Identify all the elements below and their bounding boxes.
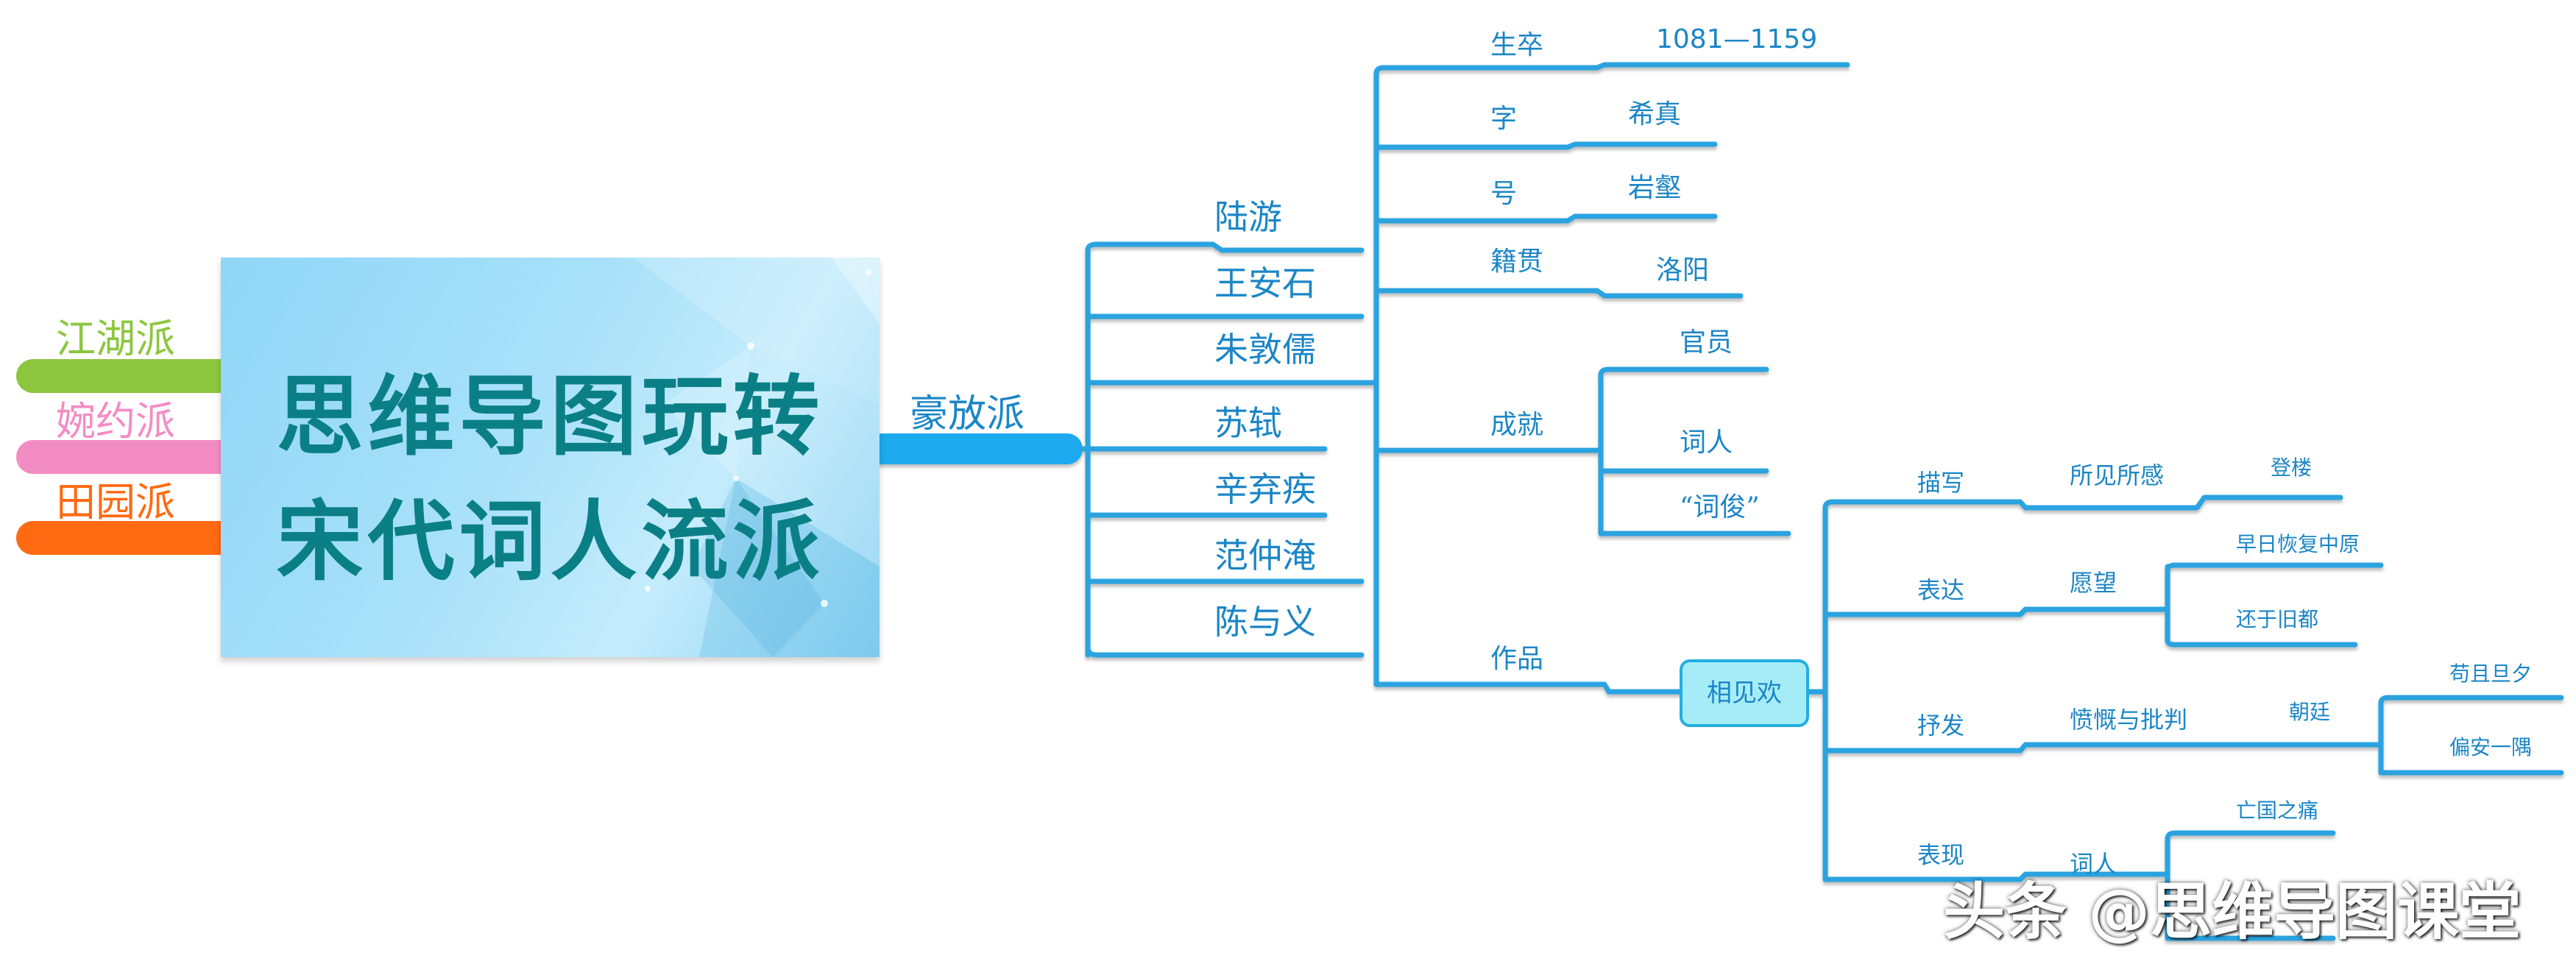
tianyuan-branch-label[interactable]: 田园派 (56, 479, 175, 525)
poet-xinqiji[interactable]: 辛弃疾 (1214, 469, 1316, 509)
watermark: 头条 @思维导图课堂 (1943, 876, 2522, 948)
vent-sub[interactable]: 朝廷 (2289, 700, 2331, 724)
achievement-ci-poet[interactable]: 词人 (1680, 428, 1733, 458)
attr-hometown-value[interactable]: 洛阳 (1656, 255, 1710, 286)
poet-zhudunru[interactable]: 朱敦儒 (1214, 330, 1316, 369)
poet-luyou[interactable]: 陆游 (1214, 197, 1282, 237)
vent-leaf-1[interactable]: 苟且旦夕 (2449, 662, 2533, 686)
describe-leaf[interactable]: 登楼 (2271, 456, 2313, 480)
wanyue-branch-label[interactable]: 婉约派 (56, 398, 175, 444)
jianghu-branch-bar[interactable] (16, 359, 237, 393)
express-leaf-2[interactable]: 还于旧都 (2236, 607, 2319, 631)
attr-life-value[interactable]: 1081—1159 (1656, 24, 1818, 54)
attr-courtesy-label[interactable]: 字 (1490, 104, 1518, 134)
central-title-line1: 思维导图玩转 (276, 365, 824, 467)
attr-life-label[interactable]: 生卒 (1490, 30, 1544, 60)
analysis-vent[interactable]: 抒发 (1917, 712, 1965, 740)
poet-fanzhongyan[interactable]: 范仲淹 (1214, 536, 1316, 575)
central-topic[interactable]: 思维导图玩转 宋代词人流派 (221, 258, 880, 657)
attr-courtesy-value[interactable]: 希真 (1628, 99, 1682, 130)
attr-hometown-label[interactable]: 籍贯 (1490, 247, 1544, 277)
express-leaf-1[interactable]: 早日恢复中原 (2236, 532, 2360, 556)
attr-works-label[interactable]: 作品 (1490, 644, 1544, 674)
describe-mid[interactable]: 所见所感 (2070, 461, 2165, 489)
show-leaf-1[interactable]: 亡国之痛 (2236, 798, 2319, 823)
show-mid[interactable]: 词人 (2070, 850, 2117, 878)
poet-chenyuyi[interactable]: 陈与义 (1214, 602, 1316, 642)
background-facets (633, 258, 880, 657)
central-title-line2: 宋代词人流派 (276, 490, 824, 592)
poem-title-box[interactable]: 相见欢 (1680, 659, 1809, 727)
attr-artname-value[interactable]: 岩壑 (1628, 173, 1682, 203)
analysis-describe[interactable]: 描写 (1917, 469, 1965, 497)
attr-artname-label[interactable]: 号 (1490, 179, 1518, 209)
achievement-official[interactable]: 官员 (1680, 327, 1733, 358)
jianghu-branch-label[interactable]: 江湖派 (56, 316, 175, 362)
attr-achievement-label[interactable]: 成就 (1490, 410, 1544, 440)
tianyuan-branch-bar[interactable] (16, 521, 237, 555)
analysis-express[interactable]: 表达 (1917, 576, 1965, 604)
poet-wanganshi[interactable]: 王安石 (1214, 263, 1316, 303)
haofang-branch-label[interactable]: 豪放派 (910, 392, 1025, 436)
analysis-show[interactable]: 表现 (1917, 841, 1965, 869)
vent-mid[interactable]: 愤慨与批判 (2070, 706, 2188, 734)
vent-leaf-2[interactable]: 偏安一隅 (2449, 735, 2533, 759)
wanyue-branch-bar[interactable] (16, 440, 237, 474)
express-mid[interactable]: 愿望 (2070, 569, 2117, 597)
poet-sushi[interactable]: 苏轼 (1214, 403, 1282, 443)
achievement-cijun[interactable]: “词俊” (1680, 492, 1760, 522)
